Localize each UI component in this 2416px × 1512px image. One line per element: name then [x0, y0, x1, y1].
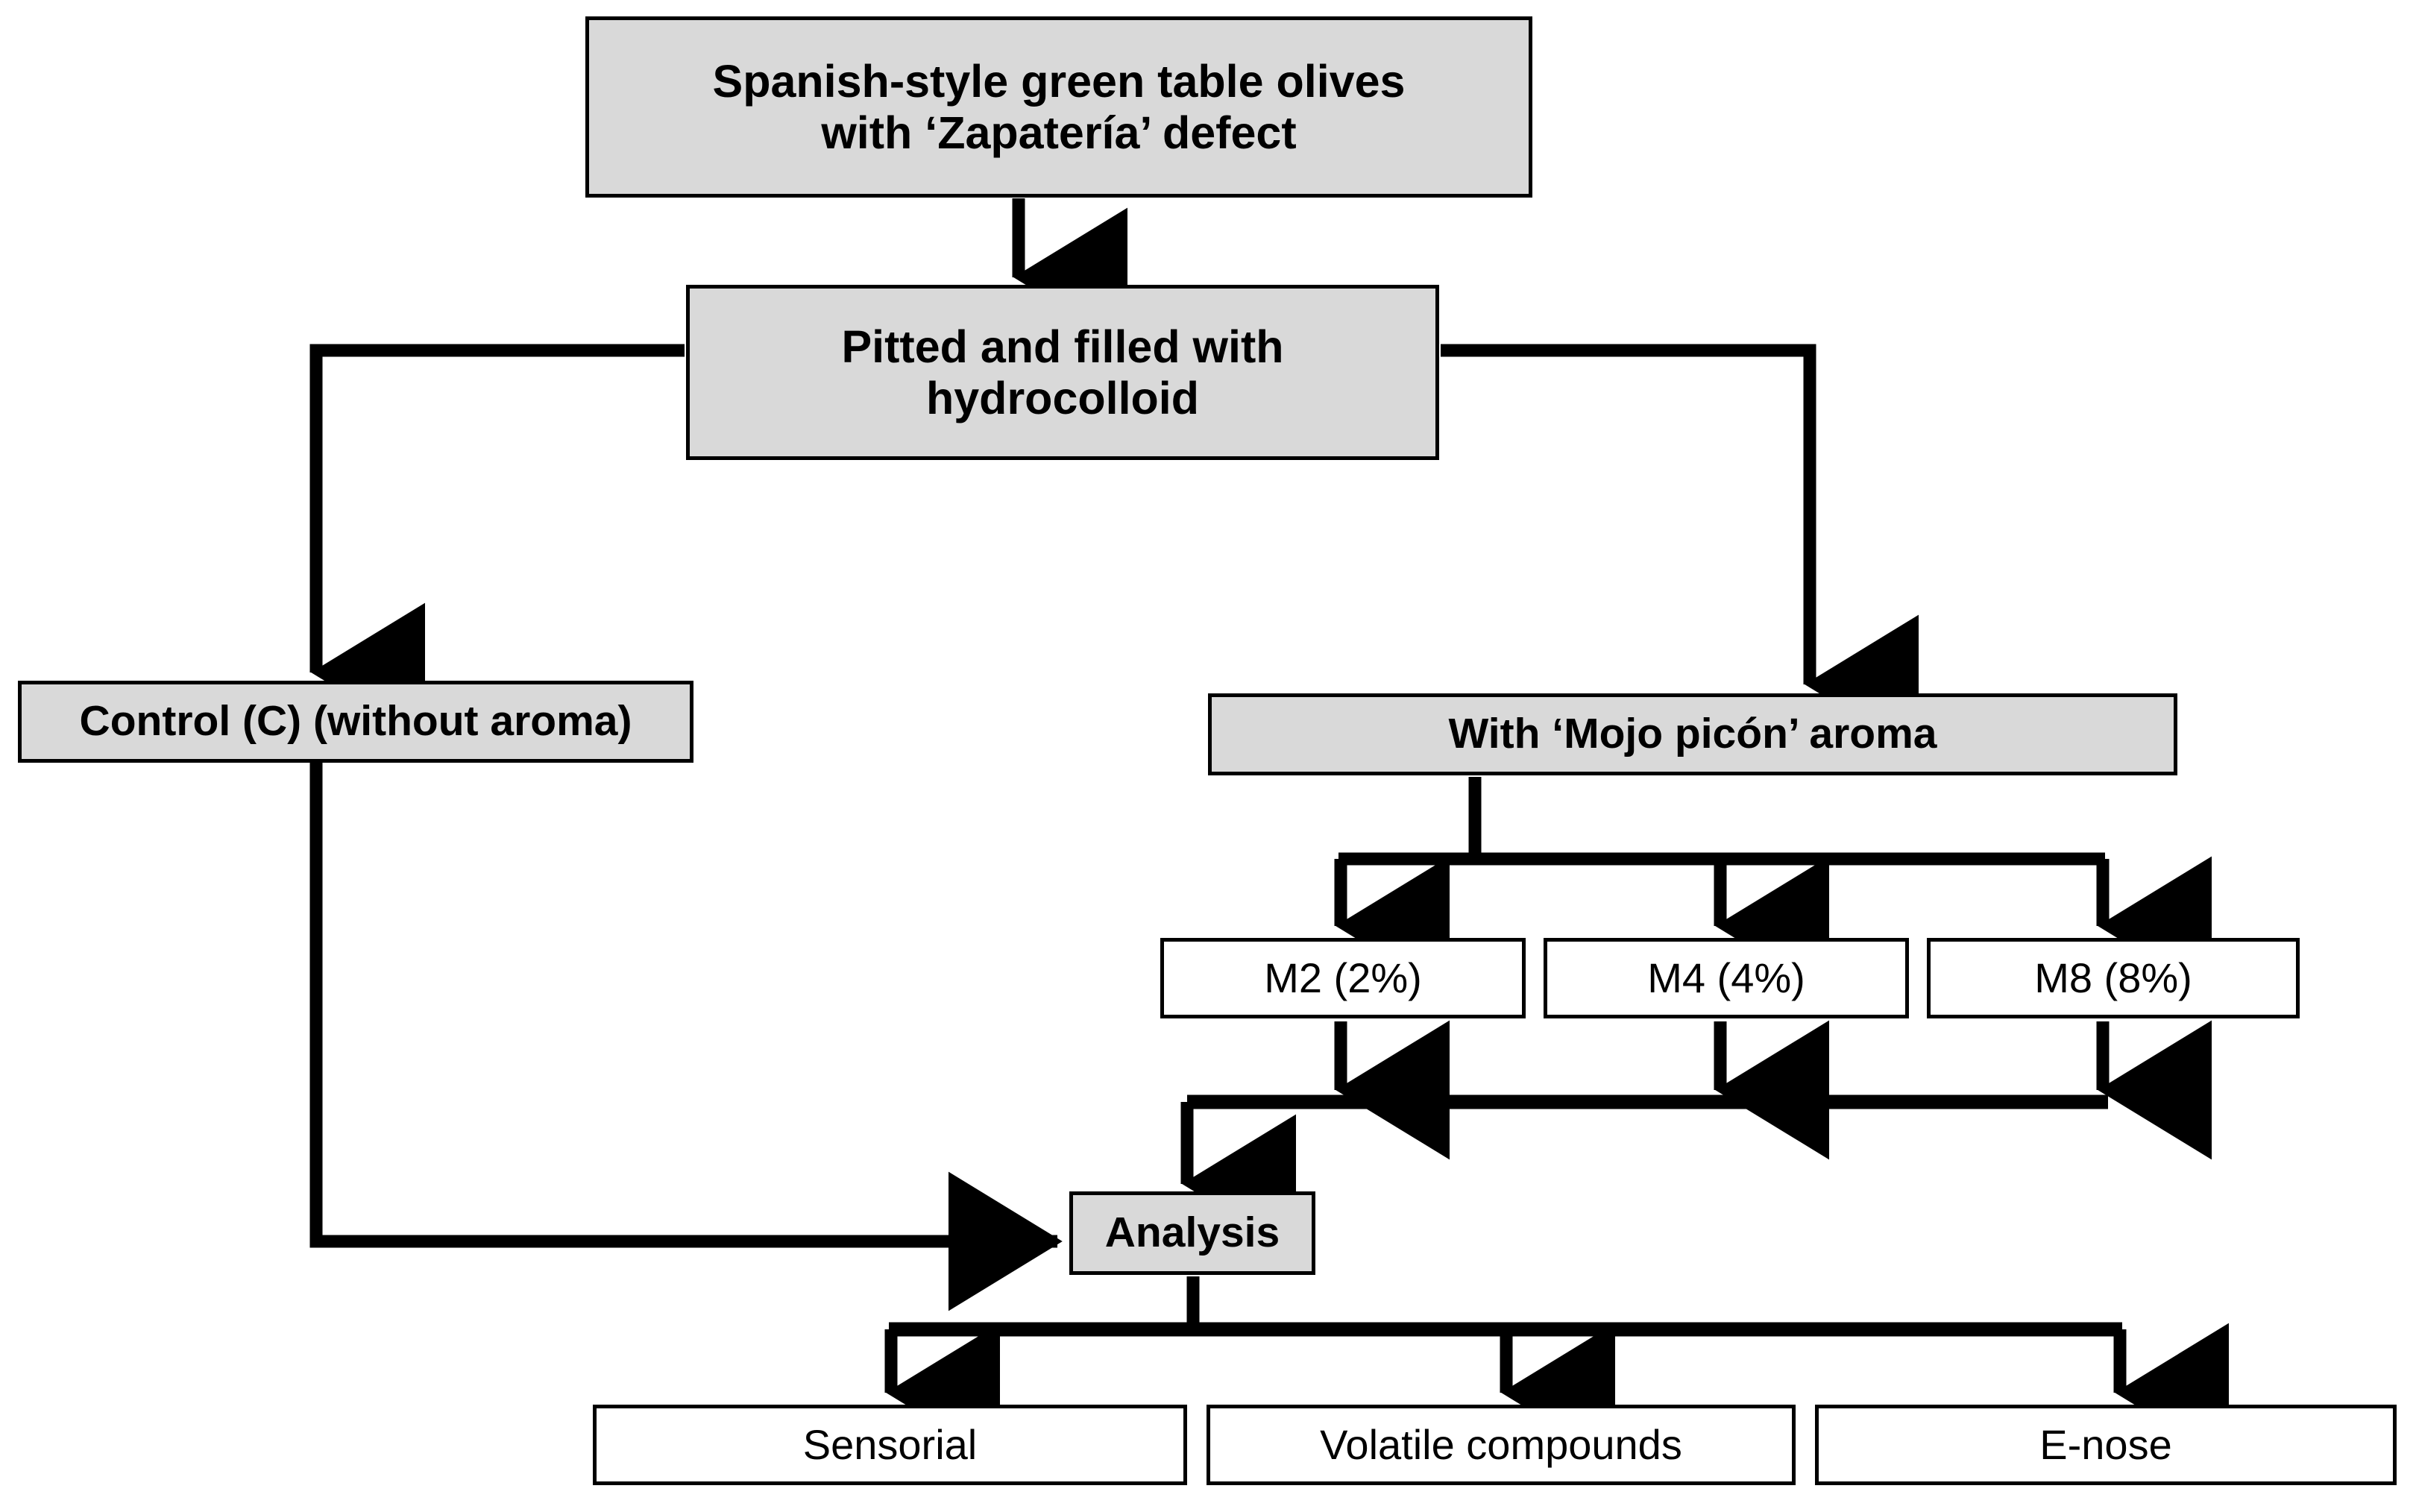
node-olives-label: Spanish-style green table olives with ‘Z…	[589, 56, 1529, 158]
node-olives-line-1: Spanish-style green table olives	[712, 56, 1406, 107]
node-control-without-aroma[interactable]: Control (C) (without aroma)	[18, 681, 693, 763]
node-volatile-label: Volatile compounds	[1320, 1420, 1682, 1468]
node-spanish-style-green-table-olives[interactable]: Spanish-style green table olives with ‘Z…	[585, 16, 1532, 198]
node-m8-label: M8 (8%)	[2034, 954, 2192, 1001]
node-pitted-line-2: hydrocolloid	[926, 372, 1199, 423]
node-volatile-compounds[interactable]: Volatile compounds	[1207, 1405, 1796, 1485]
node-pitted-label: Pitted and filled with hydrocolloid	[690, 321, 1435, 423]
node-mojo-label: With ‘Mojo picón’ aroma	[1448, 710, 1937, 758]
node-analysis[interactable]: Analysis	[1069, 1191, 1315, 1275]
node-analysis-label: Analysis	[1104, 1209, 1280, 1257]
edge-pitted-to-control	[309, 344, 685, 743]
edge-m-to-analysis-bus	[1180, 1020, 2212, 1254]
node-m4-label: M4 (4%)	[1647, 954, 1805, 1001]
node-m8-8-percent[interactable]: M8 (8%)	[1927, 938, 2300, 1018]
node-e-nose[interactable]: E-nose	[1815, 1405, 2397, 1485]
node-control-label: Control (C) (without aroma)	[79, 697, 632, 746]
node-m2-label: M2 (2%)	[1264, 954, 1422, 1001]
node-pitted-and-filled-with-hydrocolloid[interactable]: Pitted and filled with hydrocolloid	[686, 285, 1439, 460]
node-enose-label: E-nose	[2039, 1420, 2172, 1468]
node-m2-2-percent[interactable]: M2 (2%)	[1160, 938, 1526, 1018]
node-with-mojo-picon-aroma[interactable]: With ‘Mojo picón’ aroma	[1208, 693, 2177, 775]
edge-pitted-to-mojo	[1441, 344, 1919, 755]
node-pitted-line-1: Pitted and filled with	[841, 321, 1284, 373]
node-sensorial-label: Sensorial	[802, 1420, 978, 1468]
edge-mojo-to-m-bus	[1334, 777, 2212, 996]
edge-analysis-to-results-bus	[884, 1276, 2230, 1463]
node-sensorial[interactable]: Sensorial	[593, 1405, 1187, 1485]
node-m4-4-percent[interactable]: M4 (4%)	[1544, 938, 1909, 1018]
node-olives-line-2: with ‘Zapatería’ defect	[821, 107, 1297, 158]
edge-control-to-analysis	[309, 762, 1063, 1311]
